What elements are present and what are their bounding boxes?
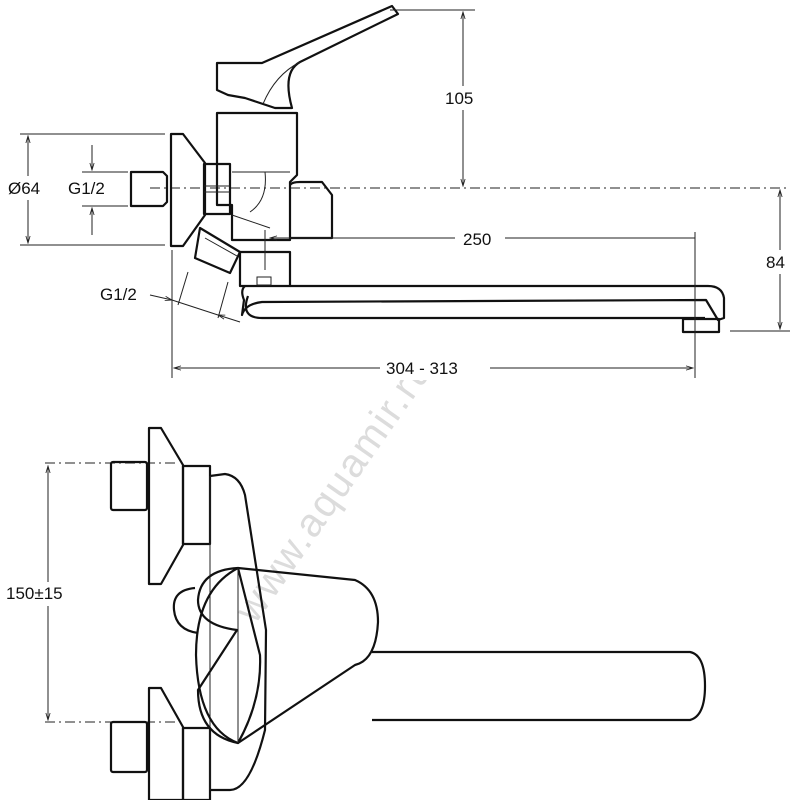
dim-304-313: 304 - 313 xyxy=(386,359,458,378)
escutcheon-bottom xyxy=(147,686,185,800)
dim-250: 250 xyxy=(463,230,491,249)
front-view: 150±15 xyxy=(4,426,707,800)
diverter-housing xyxy=(289,180,334,240)
dim-105: 105 xyxy=(445,89,473,108)
front-spout xyxy=(372,650,707,722)
dim-84: 84 xyxy=(766,253,785,272)
front-body xyxy=(209,472,268,792)
side-view: 105 Ø64 G1/2 G1/2 250 84 304 - 313 xyxy=(6,4,797,380)
inlet-pipe-bottom xyxy=(109,720,149,774)
lever-knob xyxy=(172,586,199,635)
dim-g12-inlet: G1/2 xyxy=(68,179,105,198)
nut-bottom xyxy=(181,726,212,800)
lever-handle xyxy=(215,4,400,110)
dim-g12-outlet: G1/2 xyxy=(100,285,137,304)
watermark: www.aquamir.ru xyxy=(226,349,442,631)
hex-nut xyxy=(202,162,232,216)
front-lever xyxy=(196,566,380,745)
dim-diameter-64: Ø64 xyxy=(8,179,40,198)
inlet-pipe xyxy=(129,170,169,208)
mixer-body xyxy=(215,111,299,242)
nut-top xyxy=(181,464,212,546)
spout xyxy=(240,284,726,322)
aerator xyxy=(681,317,721,334)
inlet-pipe-top xyxy=(109,460,149,512)
angled-outlet xyxy=(193,226,242,275)
dim-150-15: 150±15 xyxy=(6,584,63,603)
escutcheon-top xyxy=(147,426,185,586)
